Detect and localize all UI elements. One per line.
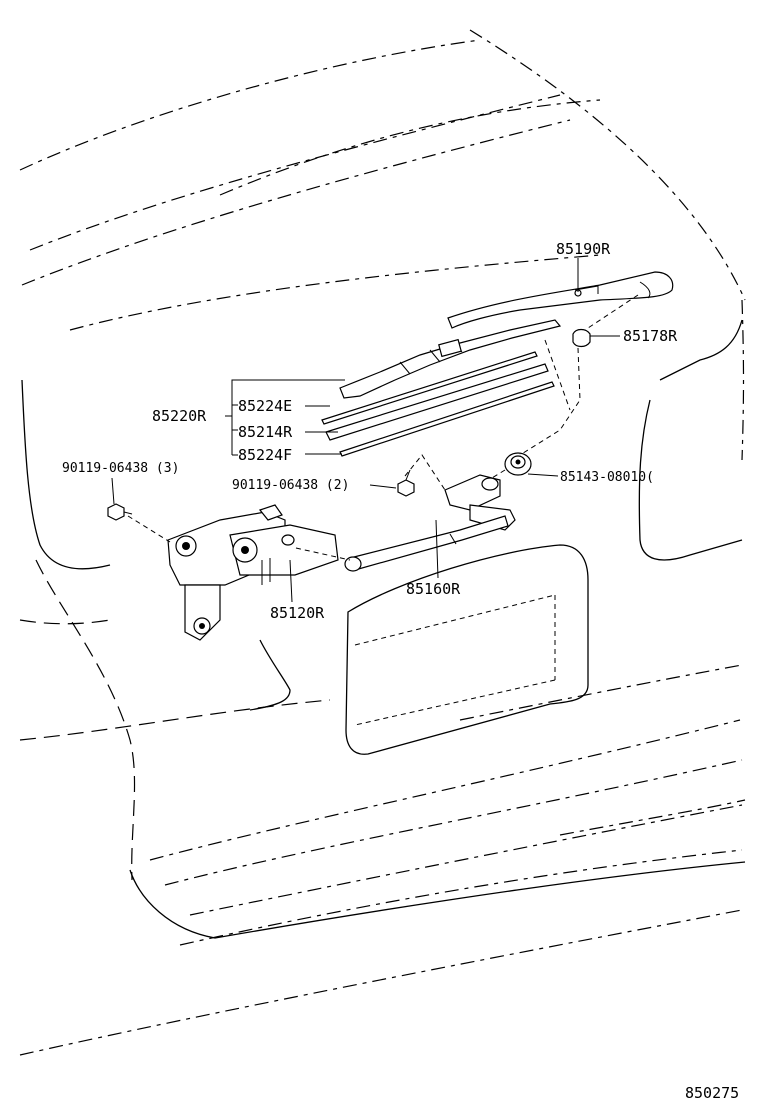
- license-plate-recess: [345, 544, 589, 755]
- bolt-left: [107, 503, 133, 521]
- label-90119-06438-3: 90119-06438 (3): [62, 461, 179, 476]
- label-85178r: 85178R: [623, 327, 678, 345]
- label-85143-08010: 85143-08010(: [560, 470, 654, 485]
- wiper-rubber-strips: [321, 351, 555, 457]
- wiper-blade-frame: [339, 319, 562, 399]
- label-85120r: 85120R: [270, 604, 325, 622]
- label-85214r: 85214R: [238, 423, 293, 441]
- grommet: [504, 452, 532, 476]
- label-90119-06438-2: 90119-06438 (2): [232, 478, 349, 493]
- figure-number: 850275: [685, 1084, 739, 1102]
- bolt-center: [397, 469, 415, 497]
- leader-lines: [111, 258, 620, 603]
- wiper-motor: [167, 504, 339, 641]
- vehicle-body-outline: [19, 29, 746, 1056]
- label-85160r: 85160R: [406, 580, 461, 598]
- label-85220r: 85220R: [152, 407, 207, 425]
- wiper-arm: [447, 271, 674, 329]
- label-85224e: 85224E: [238, 397, 292, 415]
- back-door-outline: [21, 319, 746, 939]
- cap-nut: [572, 328, 591, 348]
- assembly-lines: [127, 294, 639, 561]
- part-labels: 85190R 85178R 85220R 85224E 85214R 85224…: [62, 240, 739, 1102]
- label-85190r: 85190R: [556, 240, 611, 258]
- link-rod: [344, 515, 509, 572]
- label-85224f: 85224F: [238, 446, 292, 464]
